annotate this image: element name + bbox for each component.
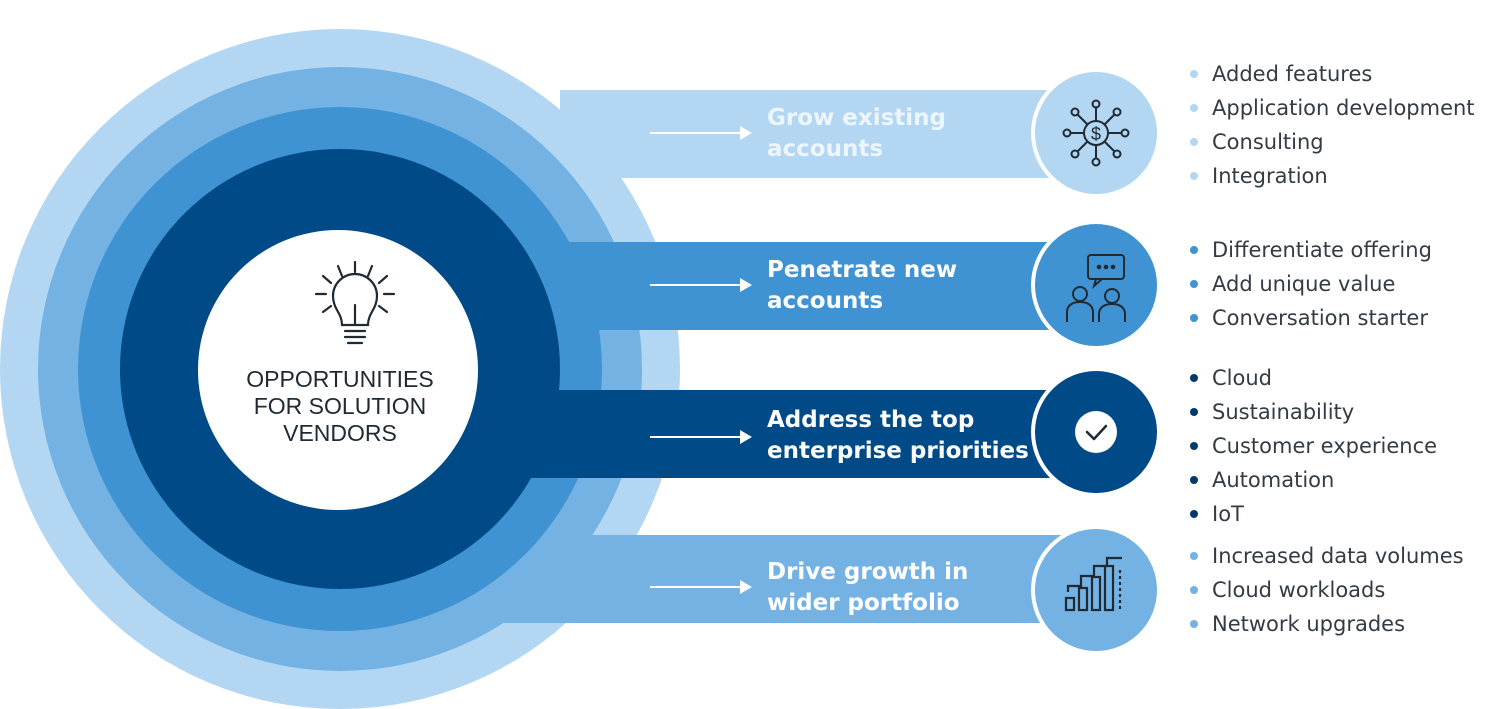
bullet-list-grow-existing: Added features Application development C… [1190, 57, 1475, 193]
icon-circle-4 [1031, 525, 1161, 655]
list-item: Cloud workloads [1190, 573, 1464, 607]
svg-text:$: $ [1091, 124, 1101, 144]
band-label-line: Drive growth in [767, 559, 969, 585]
arrow-4 [650, 580, 752, 594]
band-label-line: accounts [767, 288, 884, 314]
list-item-text: Application development [1212, 96, 1475, 120]
band-label-line: accounts [767, 136, 884, 162]
bullet-dot [1190, 374, 1198, 382]
bullet-dot [1190, 552, 1198, 560]
band-drive-growth [420, 535, 1080, 623]
bullet-dot [1190, 172, 1198, 180]
list-item: Cloud [1190, 361, 1437, 395]
list-item-text: Network upgrades [1212, 612, 1406, 636]
bullet-list-address-priorities: Cloud Sustainability Customer experience… [1190, 361, 1437, 531]
list-item: IoT [1190, 497, 1437, 531]
list-item: Conversation starter [1190, 301, 1432, 335]
list-item-text: Consulting [1212, 130, 1324, 154]
bullet-list-penetrate-new: Differentiate offering Add unique value … [1190, 233, 1432, 335]
band-label-line: enterprise priorities [767, 438, 1029, 464]
dollar-network-icon: $ [1062, 99, 1130, 167]
list-item: Customer experience [1190, 429, 1437, 463]
bullet-dot [1190, 442, 1198, 450]
list-item-text: Increased data volumes [1212, 544, 1464, 568]
arrow-1 [650, 126, 752, 140]
bullet-dot [1190, 138, 1198, 146]
list-item: Sustainability [1190, 395, 1437, 429]
band-label-penetrate-new: Penetrate new accounts [767, 255, 1037, 317]
arrow-3 [650, 430, 752, 444]
list-item: Differentiate offering [1190, 233, 1432, 267]
list-item: Increased data volumes [1190, 539, 1464, 573]
center-title: OPPORTUNITIES FOR SOLUTION VENDORS [220, 366, 460, 447]
list-item-text: Added features [1212, 62, 1373, 86]
list-item-text: Customer experience [1212, 434, 1438, 458]
bullet-dot [1190, 476, 1198, 484]
band-label-line: Address the top [767, 407, 975, 433]
checkmark-circle-icon [1075, 411, 1117, 453]
band-penetrate-new [450, 242, 1080, 330]
band-label-address-priorities: Address the top enterprise priorities [767, 405, 1037, 467]
list-item-text: IoT [1212, 502, 1244, 526]
arrow-2 [650, 278, 752, 292]
band-label-line: Penetrate new [767, 257, 958, 283]
bullet-dot [1190, 620, 1198, 628]
list-item: Integration [1190, 159, 1475, 193]
list-item-text: Sustainability [1212, 400, 1355, 424]
list-item-text: Conversation starter [1212, 306, 1428, 330]
list-item: Add unique value [1190, 267, 1432, 301]
band-label-line: wider portfolio [767, 590, 960, 616]
lightbulb-icon [314, 260, 396, 345]
band-label-grow-existing: Grow existing accounts [767, 103, 1037, 165]
list-item-text: Cloud workloads [1212, 578, 1386, 602]
list-item: Added features [1190, 57, 1475, 91]
list-item-text: Add unique value [1212, 272, 1396, 296]
bullet-dot [1190, 104, 1198, 112]
bullet-dot [1190, 314, 1198, 322]
bar-growth-icon [1064, 556, 1122, 612]
list-item-text: Differentiate offering [1212, 238, 1432, 262]
bullet-dot [1190, 408, 1198, 416]
list-item: Network upgrades [1190, 607, 1464, 641]
list-item-text: Integration [1212, 164, 1328, 188]
bullet-dot [1190, 586, 1198, 594]
bullet-dot [1190, 280, 1198, 288]
bullet-dot [1190, 70, 1198, 78]
list-item-text: Cloud [1212, 366, 1272, 390]
bullet-dot [1190, 246, 1198, 254]
band-label-drive-growth: Drive growth in wider portfolio [767, 557, 1037, 619]
band-label-line: Grow existing [767, 105, 947, 131]
icon-circle-1 [1031, 68, 1161, 198]
bullet-list-drive-growth: Increased data volumes Cloud workloads N… [1190, 539, 1464, 641]
center-title-line: FOR SOLUTION [253, 393, 427, 419]
conversation-people-icon [1066, 254, 1126, 322]
center-title-line: VENDORS [283, 420, 397, 446]
list-item-text: Automation [1212, 468, 1335, 492]
list-item: Automation [1190, 463, 1437, 497]
center-title-line: OPPORTUNITIES [246, 366, 434, 392]
band-address-priorities [420, 390, 1080, 478]
bullet-dot [1190, 510, 1198, 518]
list-item: Application development [1190, 91, 1475, 125]
band-grow-existing [560, 90, 1080, 178]
center-circle [198, 230, 478, 510]
list-item: Consulting [1190, 125, 1475, 159]
